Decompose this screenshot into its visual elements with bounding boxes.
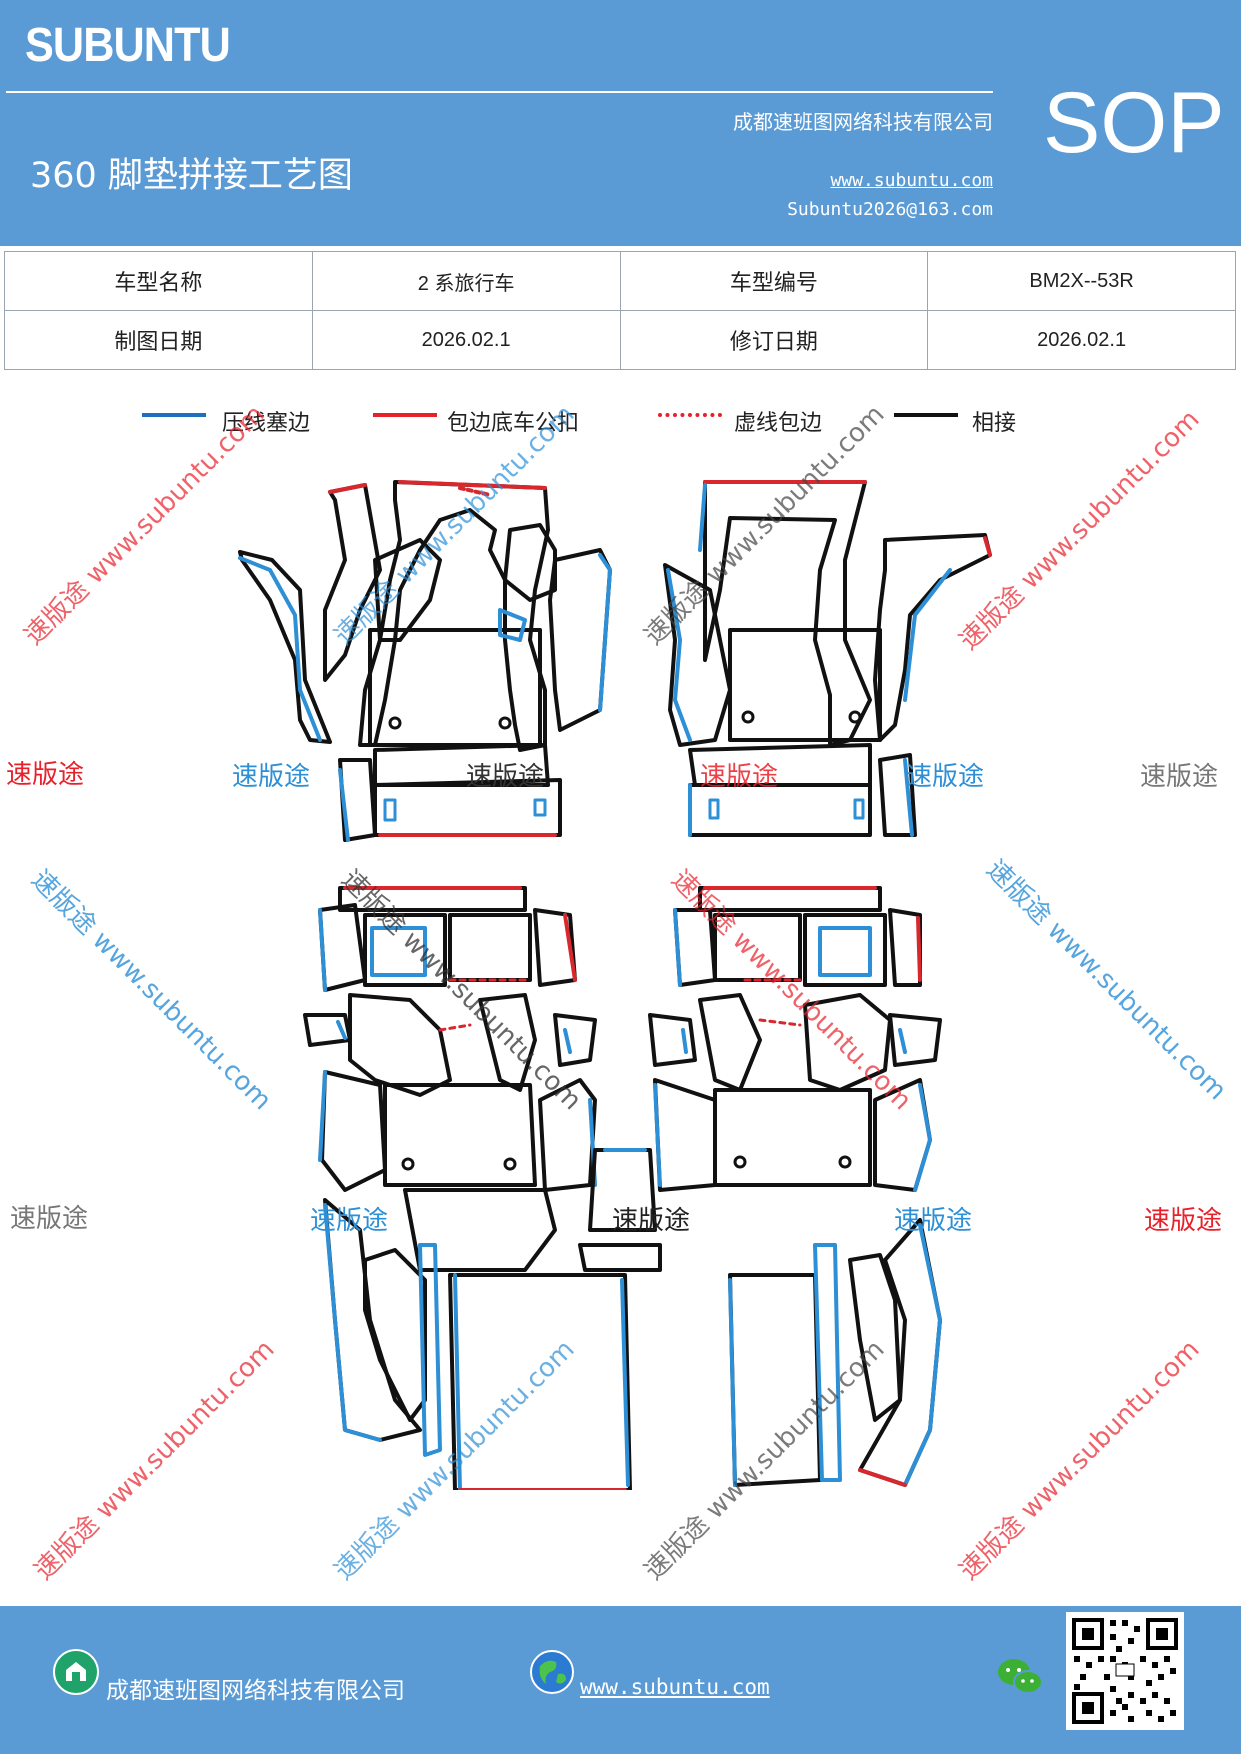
table-cell-label: 车型名称 (4, 251, 313, 311)
table-cell-value: 2 系旅行车 (311, 251, 621, 311)
table-cell-value: BM2X--53R (927, 251, 1236, 311)
website-link[interactable]: www.subuntu.com (830, 170, 993, 191)
legend-label: 包边底车公扣 (447, 411, 580, 436)
table-cell-label: 修订日期 (619, 310, 929, 370)
company-name: 成都速班图网络科技有限公司 (733, 110, 993, 134)
document-title: 360 脚垫拼接工艺图 (30, 156, 353, 196)
header: SUBUNTU 360 脚垫拼接工艺图 成都速班图网络科技有限公司 www.su… (0, 0, 1241, 246)
middle-left-assembly (303, 886, 597, 1192)
sop-badge: SOP (1043, 75, 1225, 171)
rear-strip-left (338, 743, 562, 842)
front-right-mat (663, 480, 992, 747)
table-cell-label: 车型编号 (619, 251, 929, 311)
table-cell-value: 2026.02.1 (927, 310, 1236, 370)
globe-icon (530, 1650, 574, 1694)
legend-swatch (373, 413, 437, 417)
floor-mat-diagram (238, 480, 992, 1490)
legend-label: 相接 (972, 411, 1017, 436)
email-address[interactable]: Subuntu2026@163.com (787, 199, 993, 220)
legend-swatch (658, 413, 722, 417)
center-tunnel (403, 1148, 662, 1272)
company-icon (53, 1649, 99, 1695)
bottom-right-assembly (728, 1218, 942, 1487)
middle-right-assembly (648, 886, 942, 1192)
legend-label: 压线塞边 (222, 411, 311, 436)
legend-swatch (142, 413, 206, 417)
rear-strip-right (688, 743, 917, 837)
legend-label: 虚线包边 (734, 411, 823, 436)
info-table: 车型名称 2 系旅行车 车型编号 BM2X--53R 制图日期 2026.02.… (4, 251, 1236, 370)
wechat-icon (998, 1659, 1043, 1694)
front-left-mat (238, 480, 612, 752)
footer-website-link[interactable]: www.subuntu.com (580, 1675, 770, 1699)
brand-logo: SUBUNTU (25, 19, 231, 72)
table-row: 制图日期 2026.02.1 修订日期 2026.02.1 (4, 310, 1236, 370)
table-cell-value: 2026.02.1 (311, 310, 621, 370)
footer-company: 成都速班图网络科技有限公司 (106, 1678, 405, 1704)
table-cell-label: 制图日期 (4, 310, 313, 370)
table-row: 车型名称 2 系旅行车 车型编号 BM2X--53R (4, 251, 1236, 311)
header-divider (6, 91, 993, 93)
bottom-left-assembly (323, 1198, 632, 1490)
qr-code[interactable] (1066, 1612, 1184, 1730)
footer: 成都速班图网络科技有限公司 www.subuntu.com (0, 1606, 1241, 1754)
legend-swatch (894, 413, 958, 417)
